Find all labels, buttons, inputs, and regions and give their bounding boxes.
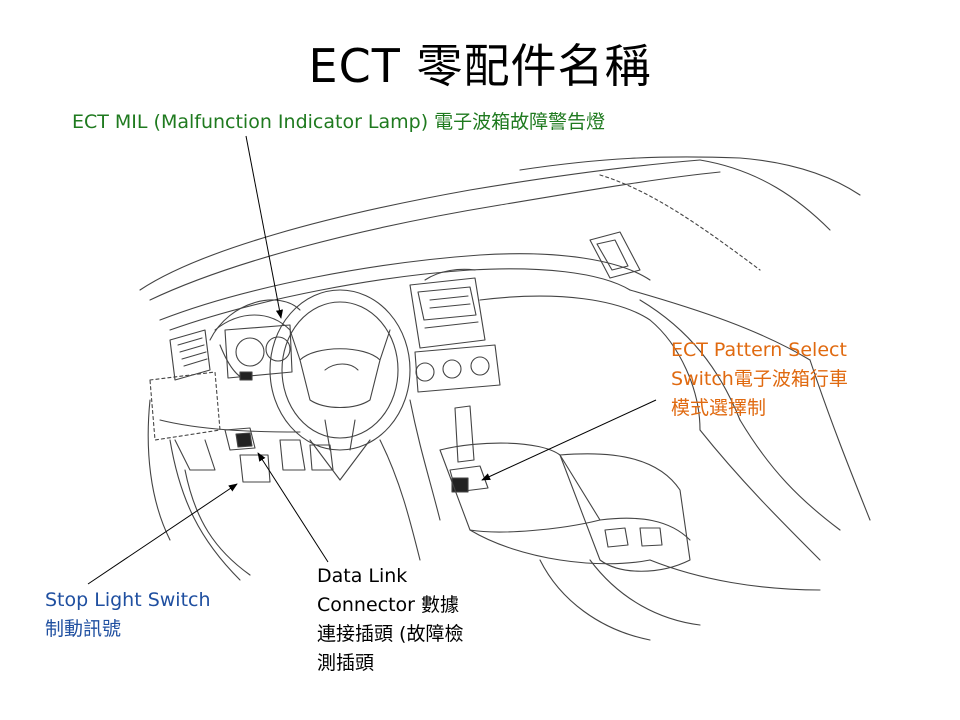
stop-light-line2: 制動訊號 bbox=[45, 618, 122, 640]
data-link-connector-label: Data Link Connector 數據 連接插頭 (故障檢 測插頭 bbox=[317, 562, 463, 678]
ect-pattern-line2: Switch電子波箱行車 bbox=[671, 368, 848, 390]
stop-light-line1: Stop Light Switch bbox=[45, 589, 211, 611]
ect-pattern-line3: 模式選擇制 bbox=[671, 397, 767, 419]
dlc-line3: 連接插頭 (故障檢 bbox=[317, 623, 464, 645]
stop-light-switch-label: Stop Light Switch 制動訊號 bbox=[45, 586, 211, 644]
ect-pattern-line1: ECT Pattern Select bbox=[671, 339, 847, 361]
ect-pattern-select-switch-label: ECT Pattern Select Switch電子波箱行車 模式選擇制 bbox=[671, 336, 848, 423]
dlc-line1: Data Link bbox=[317, 565, 408, 587]
ect-mil-label: ECT MIL (Malfunction Indicator Lamp) 電子波… bbox=[72, 108, 605, 137]
dlc-line2: Connector 數據 bbox=[317, 594, 460, 616]
dlc-line4: 測插頭 bbox=[317, 652, 375, 674]
ect-mil-text: ECT MIL (Malfunction Indicator Lamp) 電子波… bbox=[72, 111, 606, 133]
page-title: ECT 零配件名稱 bbox=[308, 39, 652, 93]
